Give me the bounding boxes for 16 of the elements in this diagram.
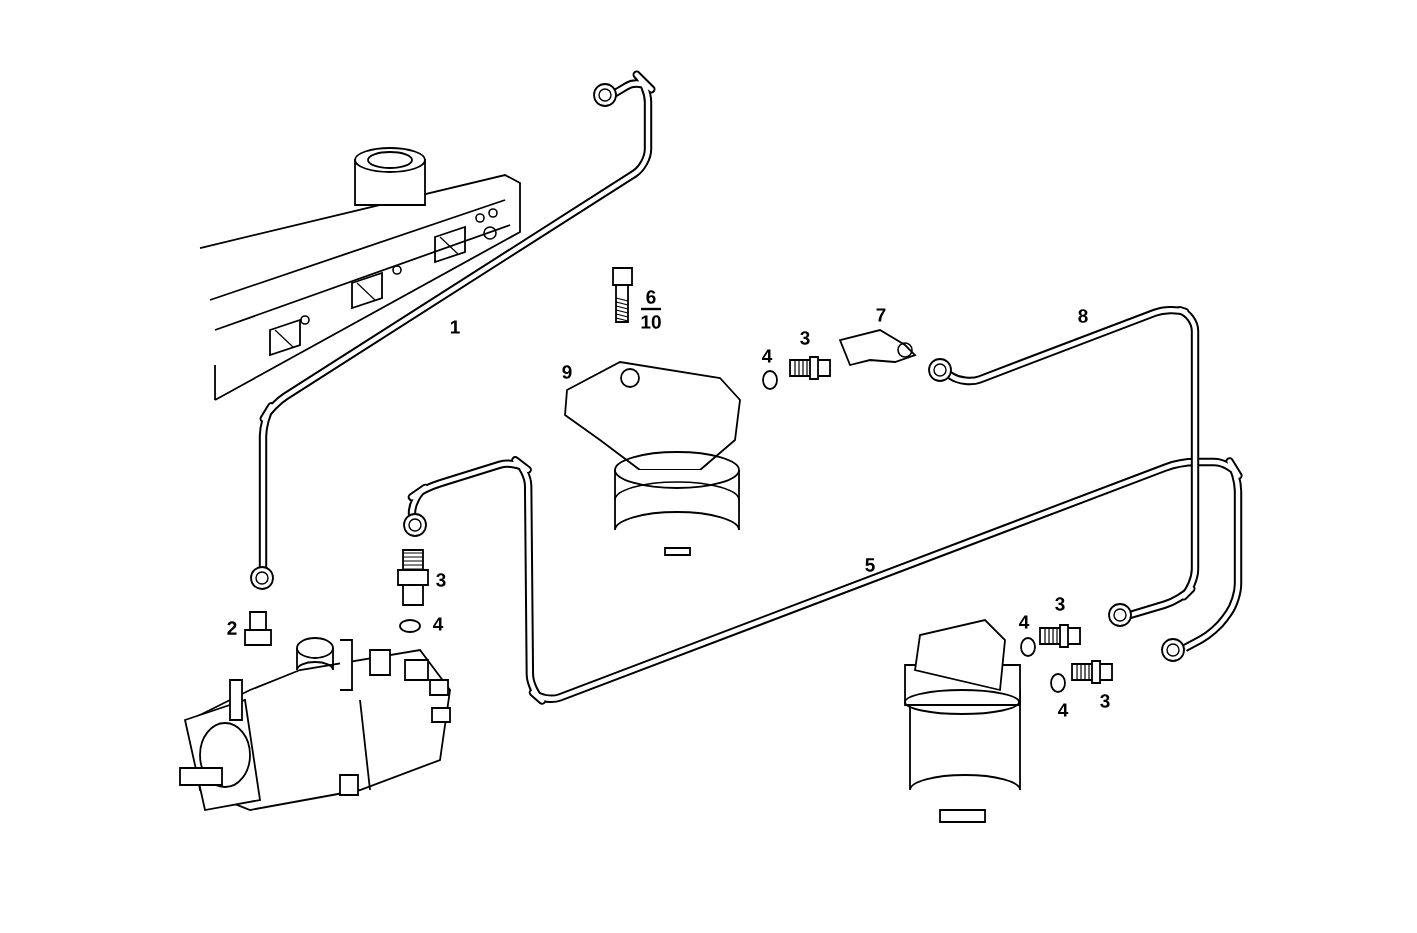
callout-number: 6 <box>646 290 656 304</box>
callout-number: 3 <box>1055 597 1065 611</box>
callout-number: 4 <box>1019 615 1030 629</box>
callout-number: 9 <box>562 365 572 379</box>
callout-number: 10 <box>641 315 661 329</box>
callout-number: 3 <box>1100 694 1110 708</box>
callout-number: 3 <box>436 573 446 587</box>
callout-number: 2 <box>227 621 237 635</box>
callout-number: 4 <box>1058 703 1069 717</box>
callout-number: 8 <box>1078 309 1088 323</box>
callout-number: 5 <box>865 558 875 572</box>
callout-number: 4 <box>433 617 444 631</box>
callout-number: 3 <box>800 331 810 345</box>
callout-number: 1 <box>450 320 460 334</box>
callout-number: 7 <box>876 308 886 322</box>
callout-number: 4 <box>762 349 773 363</box>
